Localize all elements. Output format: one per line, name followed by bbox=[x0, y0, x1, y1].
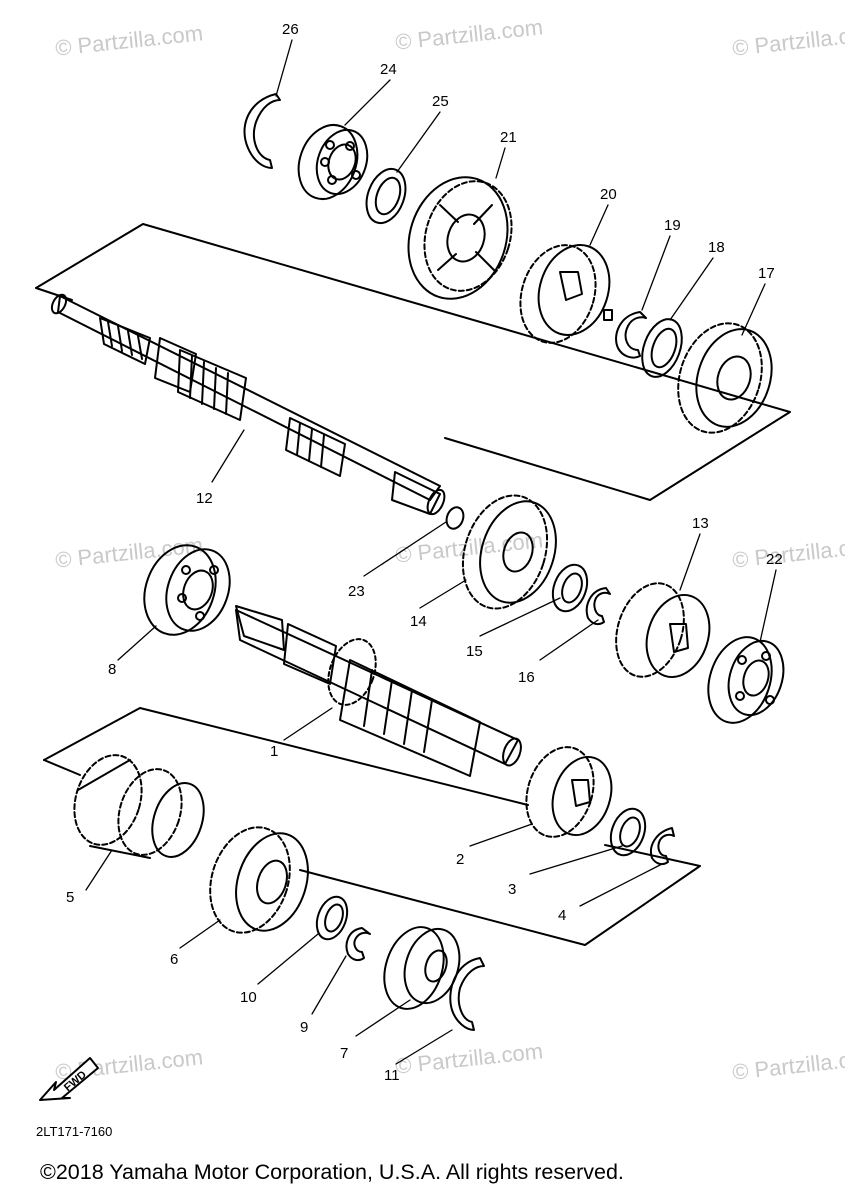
diagram-code: 2LT171-7160 bbox=[36, 1124, 113, 1139]
shaft-12 bbox=[50, 293, 446, 516]
washer-3 bbox=[609, 807, 647, 857]
callout-22: 22 bbox=[766, 551, 783, 568]
circlip-16 bbox=[585, 587, 611, 626]
copyright-notice: ©2018 Yamaha Motor Corporation, U.S.A. A… bbox=[40, 1160, 624, 1184]
bearing-8 bbox=[143, 544, 231, 636]
callout-9: 9 bbox=[300, 1019, 308, 1036]
callout-24: 24 bbox=[380, 61, 397, 78]
callout-15: 15 bbox=[466, 643, 483, 660]
callout-6: 6 bbox=[170, 951, 178, 968]
callout-5: 5 bbox=[66, 889, 74, 906]
callout-4: 4 bbox=[558, 907, 566, 924]
callout-25: 25 bbox=[432, 93, 449, 110]
callout-19: 19 bbox=[664, 217, 681, 234]
gear-21 bbox=[407, 176, 513, 300]
callout-12: 12 bbox=[196, 490, 213, 507]
callout-17: 17 bbox=[758, 265, 775, 282]
callout-numbers: 26 24 25 21 20 19 18 17 12 23 14 15 16 1… bbox=[66, 21, 783, 1084]
callout-11: 11 bbox=[384, 1067, 400, 1084]
leader-lines bbox=[85, 39, 777, 1065]
washer-15 bbox=[551, 563, 589, 613]
callout-14: 14 bbox=[410, 613, 427, 630]
callout-18: 18 bbox=[708, 239, 725, 256]
circlip-26 bbox=[243, 93, 281, 169]
callout-16: 16 bbox=[518, 669, 535, 686]
callout-7: 7 bbox=[340, 1045, 348, 1062]
callout-3: 3 bbox=[508, 881, 516, 898]
gear-14 bbox=[461, 494, 557, 610]
callout-10: 10 bbox=[240, 989, 257, 1006]
circlip-4 bbox=[650, 827, 675, 866]
callout-20: 20 bbox=[600, 186, 617, 203]
gear-6 bbox=[209, 826, 309, 934]
callout-8: 8 bbox=[108, 661, 116, 678]
lower-assembly-frame-left bbox=[43, 759, 81, 776]
washer-10 bbox=[315, 895, 349, 941]
gear-17 bbox=[677, 322, 773, 434]
callout-21: 21 bbox=[500, 129, 517, 146]
lower-assembly-frame-right bbox=[299, 844, 701, 946]
callout-23: 23 bbox=[348, 583, 365, 600]
gear-5 bbox=[73, 754, 205, 859]
circlip-9 bbox=[345, 927, 371, 962]
lower-assembly-frame bbox=[43, 707, 529, 806]
upper-assembly-frame bbox=[35, 223, 791, 501]
bearing-7 bbox=[383, 926, 461, 1010]
fwd-arrow-icon: FWD bbox=[38, 1052, 102, 1113]
collar-23 bbox=[445, 506, 465, 530]
callout-2: 2 bbox=[456, 851, 464, 868]
circlip-11 bbox=[449, 957, 485, 1031]
circlip-19 bbox=[615, 311, 647, 359]
washer-18 bbox=[641, 318, 683, 378]
axle-1 bbox=[235, 605, 522, 777]
callout-26: 26 bbox=[282, 21, 299, 38]
gear-20 bbox=[519, 244, 613, 344]
callout-1: 1 bbox=[270, 743, 278, 760]
washer-25 bbox=[365, 167, 407, 225]
gear-2 bbox=[525, 746, 613, 838]
bearing-22 bbox=[707, 636, 785, 724]
callout-13: 13 bbox=[692, 515, 709, 532]
bearing-24 bbox=[297, 124, 369, 200]
gear-13 bbox=[615, 582, 711, 679]
